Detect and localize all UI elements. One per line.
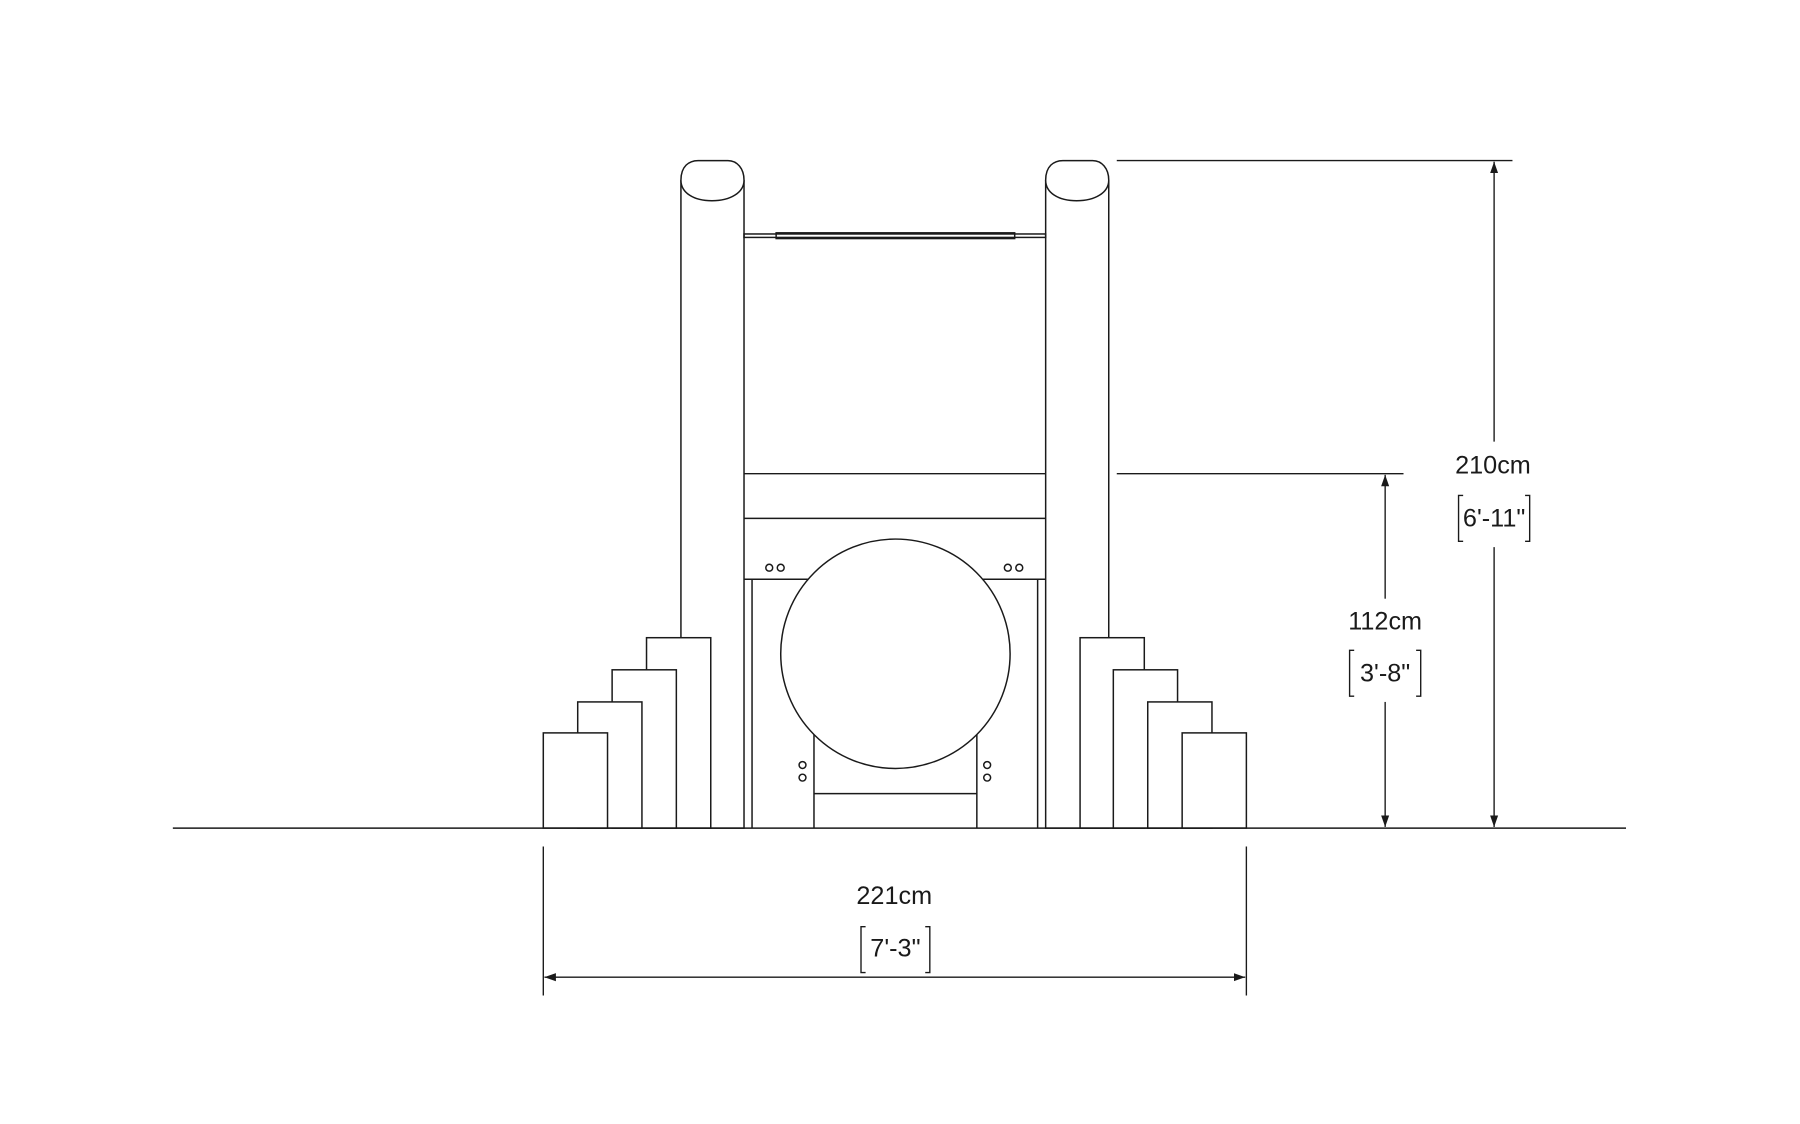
overall-height-dimension: 210cm 6'-11" bbox=[1116, 159, 1531, 827]
overall-height-metric: 210cm bbox=[1455, 452, 1531, 480]
top-crossbar bbox=[743, 232, 1047, 240]
play-structure bbox=[542, 159, 1248, 829]
porthole-window bbox=[779, 538, 1011, 770]
platform-height-dimension: 112cm 3'-8" bbox=[1116, 472, 1422, 827]
overall-height-imperial: 6'-11" bbox=[1463, 504, 1525, 532]
left-steps bbox=[542, 636, 712, 829]
overall-width-imperial: 7'-3" bbox=[870, 935, 920, 963]
platform-height-imperial: 3'-8" bbox=[1360, 659, 1410, 687]
right-steps bbox=[1079, 636, 1248, 829]
overall-width-metric: 221cm bbox=[856, 882, 932, 910]
platform-height-metric: 112cm bbox=[1348, 608, 1422, 636]
platform-frame bbox=[744, 472, 1046, 829]
overall-width-dimension: 221cm 7'-3" bbox=[542, 846, 1248, 996]
bolts bbox=[765, 563, 1024, 782]
